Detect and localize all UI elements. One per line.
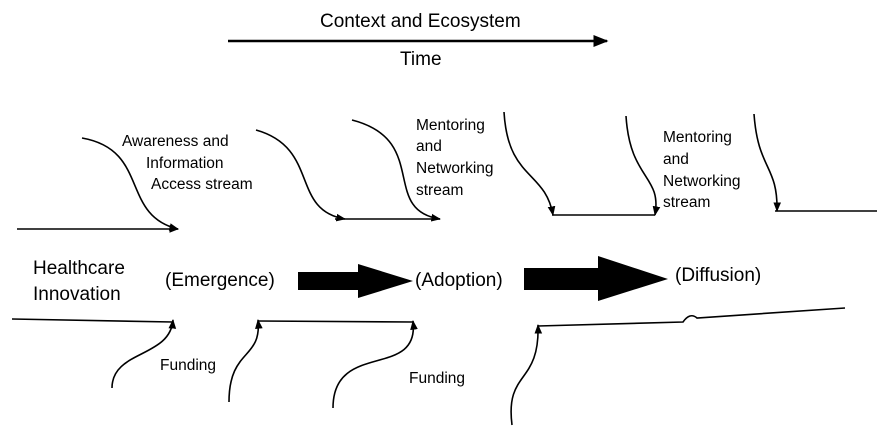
- awareness-curve-2: [255, 129, 346, 222]
- adoption-to-diffusion-arrow: [524, 256, 668, 301]
- funding-curve-2: [228, 319, 263, 403]
- mentoring-1-line-2: and: [416, 138, 442, 155]
- emergence-to-adoption-arrow: [298, 264, 413, 298]
- stage-adoption: (Adoption): [415, 270, 503, 291]
- context-ecosystem-label: Context and Ecosystem: [320, 11, 521, 32]
- mentoring-2-line-4: stream: [663, 194, 711, 211]
- mentoring-2-line-1: Mentoring: [663, 129, 732, 146]
- time-label: Time: [400, 49, 442, 70]
- mentoring-2-line-3: Networking: [663, 173, 741, 190]
- awareness-line-1: Awareness and: [122, 133, 229, 150]
- mentoring-curve-3: [753, 113, 782, 212]
- funding-curve-1: [111, 319, 177, 389]
- mentoring-2-line-2: and: [663, 151, 689, 168]
- lower-baseline-1: [11, 318, 174, 323]
- awareness-line-2: Information: [146, 155, 224, 172]
- funding-curve-4: [510, 324, 543, 426]
- awareness-curve-3: [351, 119, 441, 222]
- mentoring-curve-1: [503, 111, 556, 216]
- funding-label-2: Funding: [409, 370, 466, 387]
- upper-stream-lines: [17, 111, 877, 233]
- stage-diffusion: (Diffusion): [675, 265, 762, 286]
- lower-baseline-3: [537, 307, 846, 327]
- healthcare-innovation-label-line2: Innovation: [33, 284, 121, 305]
- lower-stream-lines: [11, 307, 846, 426]
- awareness-curve-1: [81, 137, 179, 231]
- funding-label-1: Funding: [160, 357, 217, 374]
- stage-emergence: (Emergence): [165, 270, 275, 291]
- lower-baseline-2: [257, 320, 414, 323]
- awareness-line-3: Access stream: [151, 176, 253, 193]
- funding-curve-3: [332, 320, 418, 409]
- mentoring-curve-2: [625, 115, 661, 216]
- healthcare-innovation-label-line1: Healthcare: [33, 258, 125, 279]
- mentoring-1-line-4: stream: [416, 182, 464, 199]
- mentoring-1-line-3: Networking: [416, 160, 494, 177]
- mentoring-1-line-1: Mentoring: [416, 117, 485, 134]
